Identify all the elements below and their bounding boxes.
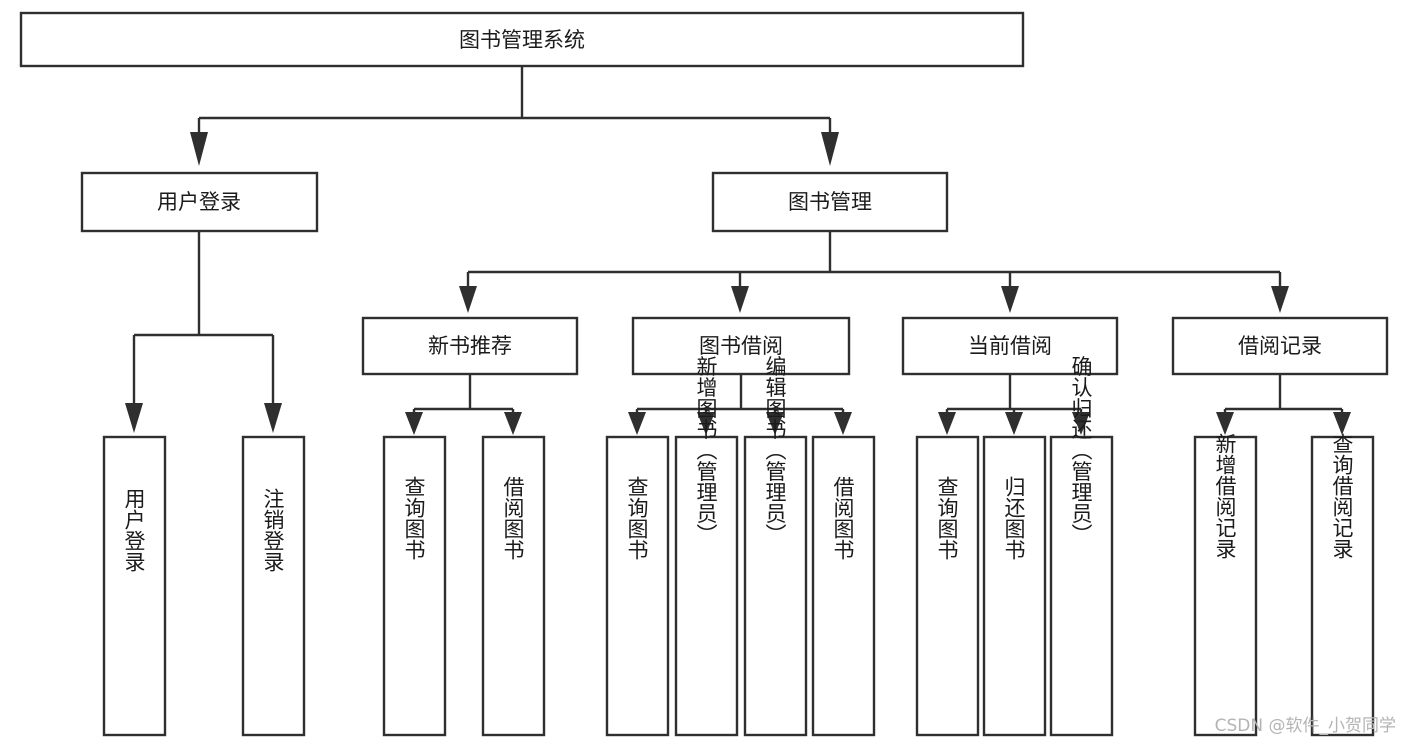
node-leaf-confirm-return-box[interactable] xyxy=(1049,435,1114,737)
arrowhead-borrow-record xyxy=(1271,286,1289,313)
node-user-login-label: 用户登录 xyxy=(157,190,241,214)
arrowhead-leaf-query-record xyxy=(1333,412,1351,435)
connector-group-book-manage xyxy=(459,232,1289,313)
node-leaf-logout-box[interactable] xyxy=(241,435,306,737)
arrowhead-leaf-logout xyxy=(264,403,282,433)
node-leaf-query-book-2-box[interactable] xyxy=(605,435,670,737)
node-borrow-record[interactable]: 借阅记录 xyxy=(1171,316,1389,376)
arrowhead-leaf-edit-book xyxy=(766,412,784,435)
node-leaf-borrow-book-2[interactable]: 借阅图书 xyxy=(811,435,876,737)
node-leaf-edit-book-box[interactable] xyxy=(743,435,808,737)
node-leaf-user-login-box[interactable] xyxy=(102,435,167,737)
arrowhead-book-manage xyxy=(821,132,839,166)
node-leaf-user-login-label: 用户登录 xyxy=(122,488,146,572)
arrowhead-leaf-borrow-book-1 xyxy=(504,412,522,435)
node-borrow-record-box[interactable] xyxy=(1171,316,1389,376)
node-leaf-add-book-label: 新增图书（管理员） xyxy=(694,356,718,545)
node-current-borrow[interactable]: 当前借阅 xyxy=(901,316,1119,376)
node-leaf-query-book-2[interactable]: 查询图书 xyxy=(605,435,670,737)
node-leaf-user-login[interactable]: 用户登录 xyxy=(102,435,167,737)
node-leaf-query-record[interactable]: 查询借阅记录 xyxy=(1310,433,1375,737)
node-root[interactable]: 图书管理系统 xyxy=(19,11,1025,68)
node-leaf-add-book-box[interactable] xyxy=(674,435,739,737)
node-leaf-confirm-return-label: 确认归还（管理员） xyxy=(1069,356,1093,545)
arrowhead-new-book-rec xyxy=(459,286,477,313)
node-book-borrow-label: 图书借阅 xyxy=(699,334,783,358)
arrowhead-leaf-add-book xyxy=(697,412,715,435)
node-leaf-add-record-box[interactable] xyxy=(1193,435,1258,737)
node-book-manage[interactable]: 图书管理 xyxy=(711,171,949,233)
node-leaf-query-book-3-box[interactable] xyxy=(915,435,980,737)
node-leaf-return-book-box[interactable] xyxy=(982,435,1047,737)
arrowhead-leaf-query-book-2 xyxy=(628,412,646,435)
node-root-box[interactable] xyxy=(19,11,1025,68)
node-leaf-confirm-return[interactable]: 确认归还（管理员） xyxy=(1049,356,1114,737)
node-book-borrow-box[interactable] xyxy=(631,316,851,376)
node-leaf-return-book[interactable]: 归还图书 xyxy=(982,435,1047,737)
arrowhead-leaf-user-login xyxy=(125,403,143,433)
node-leaf-query-record-label: 查询借阅记录 xyxy=(1330,433,1354,559)
node-leaf-add-record-label: 新增借阅记录 xyxy=(1213,433,1237,559)
node-leaf-logout-label: 注销登录 xyxy=(261,488,285,572)
node-leaf-logout[interactable]: 注销登录 xyxy=(241,435,306,737)
node-new-book-rec-label: 新书推荐 xyxy=(428,334,512,358)
connector-group-new-book-rec xyxy=(405,375,522,435)
node-leaf-borrow-book-1-label: 借阅图书 xyxy=(501,476,525,560)
node-leaf-borrow-book-1-box[interactable] xyxy=(481,435,546,737)
connector-group-root xyxy=(190,66,839,166)
arrowhead-current-borrow xyxy=(1001,286,1019,313)
node-leaf-edit-book-label: 编辑图书（管理员） xyxy=(763,356,787,545)
node-leaf-query-book-1[interactable]: 查询图书 xyxy=(382,435,447,737)
node-borrow-record-label: 借阅记录 xyxy=(1238,334,1322,358)
node-root-label: 图书管理系统 xyxy=(459,28,585,52)
node-leaf-add-record[interactable]: 新增借阅记录 xyxy=(1193,433,1258,737)
node-user-login-box[interactable] xyxy=(80,171,319,233)
connector-group-user-login xyxy=(125,232,282,433)
connector-group-current-borrow xyxy=(938,375,1090,435)
node-current-borrow-box[interactable] xyxy=(901,316,1119,376)
arrowhead-leaf-confirm-return xyxy=(1072,412,1090,435)
arrowhead-leaf-return-book xyxy=(1005,412,1023,435)
node-leaf-add-book[interactable]: 新增图书（管理员） xyxy=(674,356,739,737)
node-leaf-query-book-2-label: 查询图书 xyxy=(625,476,649,560)
node-book-borrow[interactable]: 图书借阅 xyxy=(631,316,851,376)
connector-group-book-borrow xyxy=(628,375,852,435)
connector-group-borrow-record xyxy=(1216,375,1351,435)
node-new-book-rec[interactable]: 新书推荐 xyxy=(361,316,579,376)
node-new-book-rec-box[interactable] xyxy=(361,316,579,376)
node-leaf-query-book-1-box[interactable] xyxy=(382,435,447,737)
arrowhead-book-borrow xyxy=(731,286,749,313)
node-leaf-borrow-book-2-label: 借阅图书 xyxy=(831,476,855,560)
node-leaf-query-book-3[interactable]: 查询图书 xyxy=(915,435,980,737)
node-book-manage-label: 图书管理 xyxy=(788,190,872,214)
node-leaf-query-record-box[interactable] xyxy=(1310,435,1375,737)
node-leaf-return-book-label: 归还图书 xyxy=(1002,476,1026,560)
node-user-login[interactable]: 用户登录 xyxy=(80,171,319,233)
node-leaf-borrow-book-2-box[interactable] xyxy=(811,435,876,737)
arrowhead-user-login xyxy=(190,132,208,166)
arrowhead-leaf-query-book-3 xyxy=(938,412,956,435)
node-leaf-borrow-book-1[interactable]: 借阅图书 xyxy=(481,435,546,737)
node-current-borrow-label: 当前借阅 xyxy=(968,334,1052,358)
node-leaf-edit-book[interactable]: 编辑图书（管理员） xyxy=(743,356,808,737)
arrowhead-leaf-borrow-book-2 xyxy=(834,412,852,435)
arrowhead-leaf-query-book-1 xyxy=(405,412,423,435)
node-leaf-query-book-1-label: 查询图书 xyxy=(402,476,426,560)
node-book-manage-box[interactable] xyxy=(711,171,949,233)
arrowhead-leaf-add-record xyxy=(1216,412,1234,435)
csdn-watermark: CSDN @软件_小贺同学 xyxy=(1215,716,1396,736)
node-leaf-query-book-3-label: 查询图书 xyxy=(935,476,959,560)
